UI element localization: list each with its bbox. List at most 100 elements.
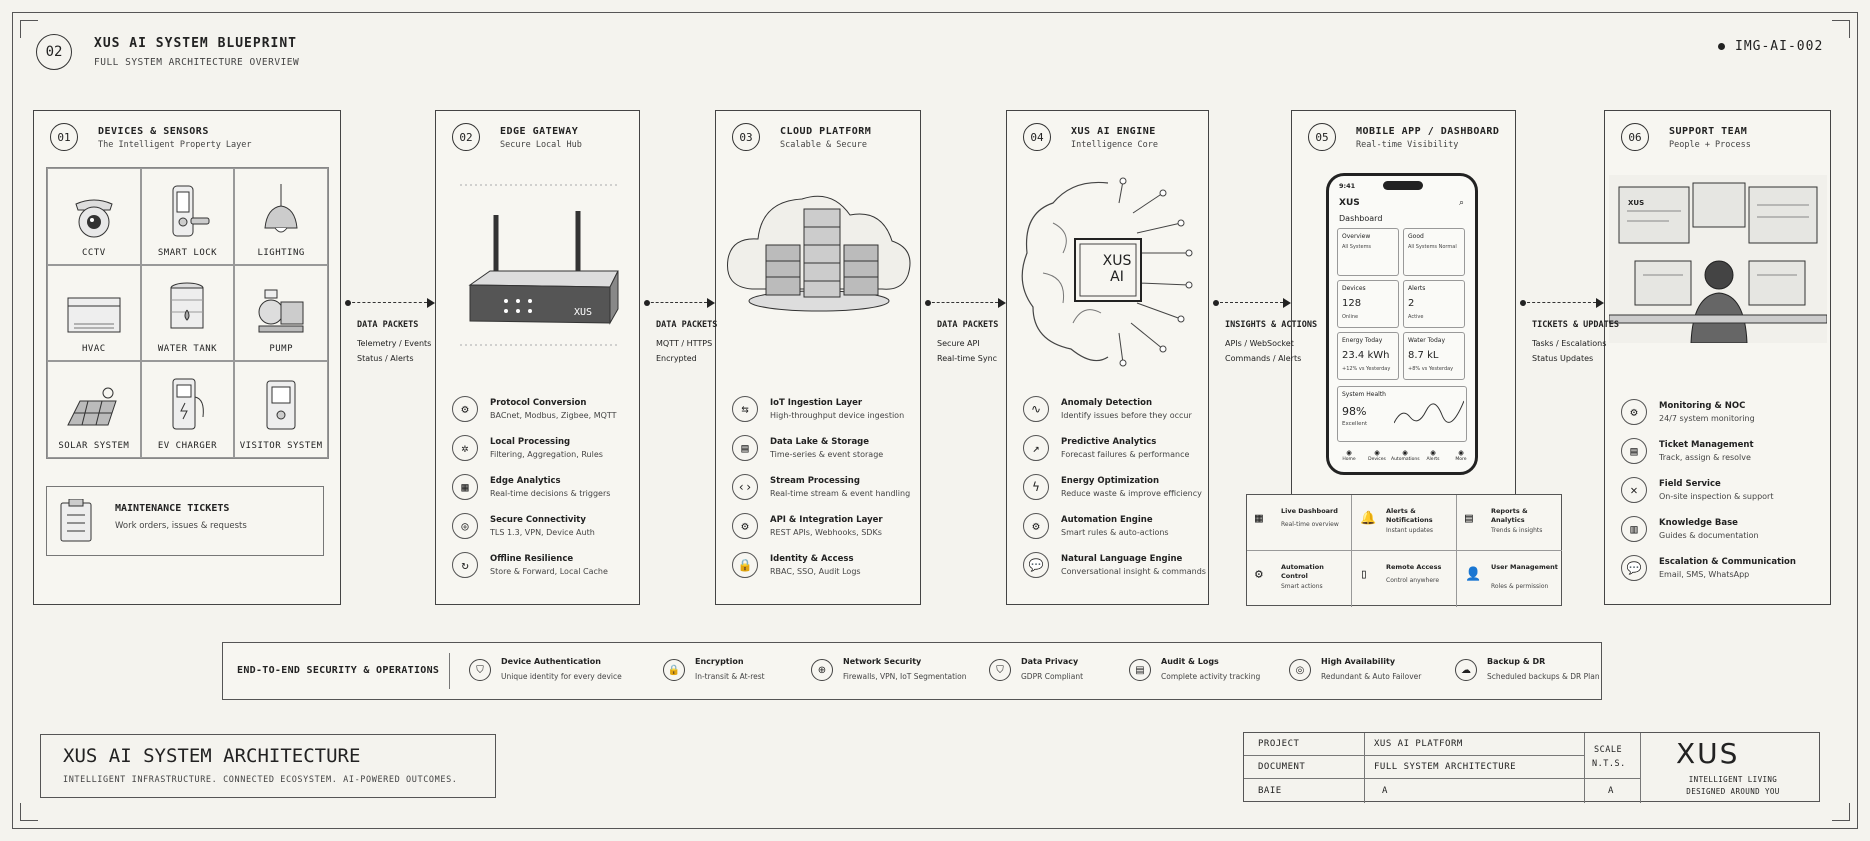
arrow-line1: Secure API (937, 339, 980, 348)
card-sub: Active (1408, 314, 1424, 320)
device-cctv[interactable]: CCTV (47, 168, 141, 265)
feature-title: Automation Control (1281, 563, 1324, 580)
feature-desc: Real-time decisions & triggers (490, 489, 611, 498)
maintenance-card[interactable]: MAINTENANCE TICKETS Work orders, issues … (46, 486, 324, 556)
device-smart-lock[interactable]: SMART LOCK (140, 168, 235, 265)
arrow-line1: MQTT / HTTPS (656, 339, 713, 348)
tb-document-key: DOCUMENT (1258, 762, 1306, 772)
phone-tab-home[interactable]: ◉Home (1335, 448, 1363, 462)
feature-desc: BACnet, Modbus, Zigbee, MQTT (490, 411, 617, 420)
flow-arrow-head (998, 298, 1006, 308)
tab-icon: ◉ (1402, 448, 1408, 457)
bolt-icon: ϟ (1023, 474, 1049, 500)
security-item-title: Encryption (695, 657, 744, 666)
card-sub: +8% vs Yesterday (1408, 366, 1454, 372)
feature-desc: Control anywhere (1386, 577, 1440, 584)
arrow-line1: APIs / WebSocket (1225, 339, 1294, 348)
feature-title: Offline Resilience (490, 554, 574, 564)
pump-icon (258, 289, 304, 333)
ai-chip-line1: XUS (1102, 253, 1132, 269)
phone-card[interactable]: Devices 128 Online (1337, 280, 1399, 328)
security-item-title: Backup & DR (1487, 657, 1546, 666)
card-title: Good (1408, 233, 1424, 240)
chat-icon: 💬 (1023, 552, 1049, 578)
cctv-icon (75, 199, 113, 238)
device-water-tank[interactable]: WATER TANK (140, 264, 235, 362)
gear-icon: ⚙ (452, 396, 478, 422)
card-value: 2 (1408, 298, 1415, 309)
code-icon: ‹› (732, 474, 758, 500)
phone-card[interactable]: Good All Systems Normal (1403, 228, 1465, 276)
logo-tagline-1: INTELLIGENT LIVING (1688, 775, 1778, 784)
arrow-line1: Tasks / Escalations (1532, 339, 1607, 348)
app-feature: ⚙ Automation Control Smart actions (1247, 551, 1352, 607)
device-hvac[interactable]: HVAC (47, 264, 141, 362)
gateway-brand: XUS (574, 307, 593, 318)
corner-mark (20, 20, 38, 38)
feature-icon: 👤 (1465, 567, 1482, 582)
id-dot (1718, 43, 1725, 50)
xus-logo: XUS (1676, 737, 1740, 770)
search-icon[interactable]: ⌕ (1459, 198, 1465, 208)
tab-icon: ◉ (1430, 448, 1436, 457)
device-lighting[interactable]: LIGHTING (234, 168, 328, 265)
security-icon: ⛉ (469, 659, 491, 681)
device-label: WATER TANK (157, 344, 218, 355)
feature-title: Identity & Access (770, 554, 854, 564)
feature-icon: 🔔 (1360, 511, 1377, 526)
card-value: 128 (1342, 298, 1362, 309)
device-label: PUMP (269, 344, 293, 355)
title-block: PROJECT XUS AI PLATFORM DOCUMENT FULL SY… (1243, 732, 1820, 803)
feature-title: Ticket Management (1659, 440, 1754, 450)
feature-title: Local Processing (490, 437, 571, 447)
trend-icon: ↗ (1023, 435, 1049, 461)
phone-card[interactable]: Energy Today 23.4 kWh +12% vs Yesterday (1337, 332, 1399, 380)
device-ev-charger[interactable]: EV CHARGER (140, 361, 235, 458)
panel-title: XUS AI ENGINE (1071, 126, 1156, 137)
corner-mark (1832, 20, 1850, 38)
device-solar[interactable]: SOLAR SYSTEM (47, 361, 141, 458)
system-health-card[interactable]: System Health 98% Excellent (1337, 386, 1467, 442)
image-id: IMG-AI-002 (1735, 39, 1824, 54)
cloud-server-icon (727, 195, 911, 312)
security-item-title: Audit & Logs (1161, 657, 1219, 666)
tab-label: More (1455, 457, 1467, 462)
flow-arrow-line (347, 302, 427, 304)
tb-project-value: XUS AI PLATFORM (1374, 739, 1463, 749)
phone-card[interactable]: Overview All Systems (1337, 228, 1399, 276)
phone-tab-more[interactable]: ◉More (1447, 448, 1475, 462)
phone-time: 9:41 (1339, 182, 1356, 190)
gear-icon: ⚙ (1621, 399, 1647, 425)
flow-arrow-dot (1213, 300, 1219, 306)
wifi-icon: ◎ (452, 513, 478, 539)
phone-tab-devices[interactable]: ◉Devices (1363, 448, 1391, 462)
feature-desc: REST APIs, Webhooks, SDKs (770, 528, 882, 537)
phone-tab-alerts[interactable]: ◉Alerts (1419, 448, 1447, 462)
tab-label: Home (1342, 457, 1356, 462)
arrow-line2: Real-time Sync (937, 354, 998, 363)
security-item-desc: Complete activity tracking (1161, 672, 1261, 681)
phone-card[interactable]: Alerts 2 Active (1403, 280, 1465, 328)
phone-card[interactable]: Water Today 8.7 kL +8% vs Yesterday (1403, 332, 1465, 380)
gateway-router-icon (460, 184, 620, 346)
ai-chip-line2: AI (1110, 269, 1124, 285)
phone-tab-automations[interactable]: ◉Automations (1391, 448, 1420, 462)
security-item-title: Data Privacy (1021, 657, 1079, 666)
footer-title-box: XUS AI SYSTEM ARCHITECTURE INTELLIGENT I… (40, 734, 496, 798)
device-visitor-system[interactable]: VISITOR SYSTEM (234, 361, 328, 458)
panel-subtitle: People + Process (1669, 140, 1751, 150)
device-pump[interactable]: PUMP (234, 264, 328, 362)
phone-brand: XUS (1339, 198, 1360, 208)
security-icon: ☁ (1455, 659, 1477, 681)
health-sparkline (1394, 400, 1464, 424)
panel-devices: 01 DEVICES & SENSORS The Intelligent Pro… (33, 110, 341, 605)
